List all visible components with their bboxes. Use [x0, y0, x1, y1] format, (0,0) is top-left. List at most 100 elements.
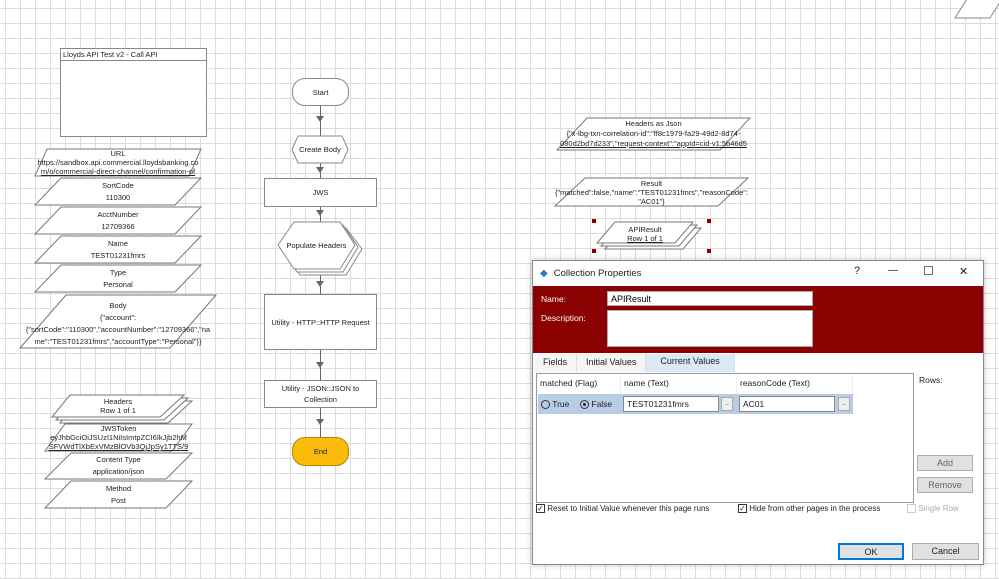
- close-button[interactable]: ✕: [959, 266, 969, 278]
- add-button[interactable]: Add: [917, 455, 973, 471]
- radio-true[interactable]: True: [541, 399, 570, 410]
- data-item-result[interactable]: Result{"matched":false,"name":"TEST01231…: [553, 177, 750, 207]
- selection-handle[interactable]: [707, 219, 711, 223]
- arrow-icon: [316, 116, 324, 122]
- radio-label: True: [552, 399, 570, 409]
- dialog-titlebar[interactable]: ◆ Collection Properties ? — ☐ ✕: [533, 261, 983, 286]
- data-item-name: Headers as Json: [625, 119, 682, 128]
- data-item-value: 080d2bd7d233","request-context":"appId=c…: [560, 139, 747, 148]
- collection-properties-dialog: ◆ Collection Properties ? — ☐ ✕ Name: De…: [532, 260, 984, 565]
- data-item-headers-json[interactable]: Headers as Json{"x-lbg-txn-correlation-i…: [555, 117, 752, 151]
- column-header-name: name (Text): [621, 374, 737, 394]
- populate-headers-stage[interactable]: Populate Headers: [277, 221, 363, 276]
- stage-label: Create Body: [299, 144, 341, 154]
- collection-rows: Row 1 of 1: [100, 406, 136, 415]
- data-item-name: Result: [640, 178, 663, 188]
- collection-name: Headers: [103, 397, 133, 406]
- stage-label: Utility - JSON::JSON to: [281, 384, 360, 393]
- stage-label: Populate Headers: [286, 240, 347, 250]
- data-item-value: Personal: [103, 279, 133, 289]
- stage-label: Collection: [304, 395, 337, 404]
- tab-current-values[interactable]: Current Values: [646, 354, 735, 372]
- checkmark-icon: ✓: [536, 504, 545, 514]
- name-ellipsis-button[interactable]: ..: [721, 397, 733, 411]
- reasoncode-cell-input[interactable]: AC01: [739, 396, 835, 412]
- data-item-acctnumber[interactable]: AcctNumber 12709366: [33, 206, 203, 235]
- reasoncode-ellipsis-button[interactable]: ..: [838, 397, 850, 411]
- selection-handle[interactable]: [592, 219, 596, 223]
- data-item-value: "AC01"}: [638, 196, 665, 206]
- remove-button[interactable]: Remove: [917, 477, 973, 493]
- single-row-checkbox[interactable]: Single Row: [907, 504, 959, 514]
- cancel-button[interactable]: Cancel: [912, 543, 979, 560]
- data-item-value: 12709366: [101, 221, 135, 231]
- data-item-sortcode[interactable]: SortCode 110300: [33, 177, 203, 206]
- radio-selected-icon: [580, 400, 589, 410]
- tab-fields[interactable]: Fields: [534, 354, 578, 372]
- jws-stage[interactable]: JWS: [264, 178, 377, 207]
- app-icon: ◆: [540, 268, 548, 279]
- description-input[interactable]: [607, 310, 813, 347]
- data-item-name: SortCode: [102, 180, 134, 190]
- note-title: Lloyds API Test v2 - Call API: [61, 49, 206, 61]
- data-item-value: TEST01231fmrs: [90, 250, 146, 260]
- data-item-name: Method: [105, 483, 132, 493]
- data-item-value: https://sandbox.api.commercial.lloydsban…: [37, 158, 199, 167]
- tab-initial-values[interactable]: Initial Values: [577, 354, 647, 372]
- data-item-value: {"account":: [99, 312, 137, 322]
- data-item-name-label: Name: [107, 238, 128, 248]
- selection-handle[interactable]: [707, 249, 711, 253]
- data-item-value: {"x-lbg-txn-correlation-id":"ff8c1979-fa…: [566, 129, 741, 138]
- ok-button[interactable]: OK: [838, 543, 904, 560]
- start-stage[interactable]: Start: [292, 78, 349, 106]
- properties-header: Name: Description:: [533, 286, 983, 353]
- collection-rows: Row 1 of 1: [627, 233, 663, 243]
- name-cell-input[interactable]: TEST01231fmrs: [623, 396, 719, 412]
- data-item-body[interactable]: Body{"account":{"sortCode":"110300","acc…: [18, 294, 218, 349]
- data-item-value: SFVWdTlXbExVMzBlOVb3QjJpSy1TTS/9: [48, 442, 189, 451]
- arrow-icon: [316, 362, 324, 368]
- help-button[interactable]: ?: [854, 265, 861, 277]
- partial-shape[interactable]: [954, 0, 999, 19]
- radio-false[interactable]: False: [580, 399, 613, 410]
- data-item-value: eyJhbGciOiJSUzI1NiIsImtpZCI6IkJjb2hM: [50, 433, 187, 442]
- selection-handle[interactable]: [592, 249, 596, 253]
- radio-label: False: [591, 399, 613, 409]
- checkbox-label: Hide from other pages in the process: [749, 504, 881, 513]
- checkbox-label: Single Row: [918, 504, 959, 513]
- checkbox-icon: [907, 504, 916, 514]
- checkmark-icon: ✓: [738, 504, 747, 514]
- data-item-name: AcctNumber: [97, 209, 139, 219]
- table-row[interactable]: True False TEST01231fmrs .. AC01 ..: [538, 394, 853, 414]
- http-request-stage[interactable]: Utility - HTTP::HTTP Request: [264, 294, 377, 350]
- data-item-value: application/json: [92, 467, 145, 476]
- hide-checkbox[interactable]: ✓ Hide from other pages in the process: [738, 504, 881, 514]
- arrow-icon: [316, 210, 324, 216]
- arrow-icon: [316, 281, 324, 287]
- data-item-value: Post: [110, 495, 126, 505]
- name-input[interactable]: [607, 291, 813, 306]
- data-item-value: {"sortCode":"110300","accountNumber":"12…: [25, 324, 211, 334]
- data-item-name: URL: [110, 149, 126, 158]
- arrow-icon: [316, 419, 324, 425]
- end-stage[interactable]: End: [292, 437, 349, 466]
- data-item-value: 110300: [105, 192, 131, 202]
- values-grid: matched (Flag) name (Text) reasonCode (T…: [536, 373, 914, 503]
- reset-checkbox[interactable]: ✓ Reset to Initial Value whenever this p…: [536, 504, 709, 514]
- column-header-reasoncode: reasonCode (Text): [737, 374, 853, 394]
- maximize-button[interactable]: ☐: [923, 264, 934, 278]
- data-item-value: m/o/commercial-direct-channel/confirmati…: [40, 167, 196, 176]
- minimize-button[interactable]: —: [888, 265, 898, 276]
- page-note[interactable]: Lloyds API Test v2 - Call API: [60, 48, 207, 137]
- create-body-stage[interactable]: Create Body: [291, 135, 349, 164]
- tab-bar: Fields Initial Values Current Values: [534, 354, 735, 372]
